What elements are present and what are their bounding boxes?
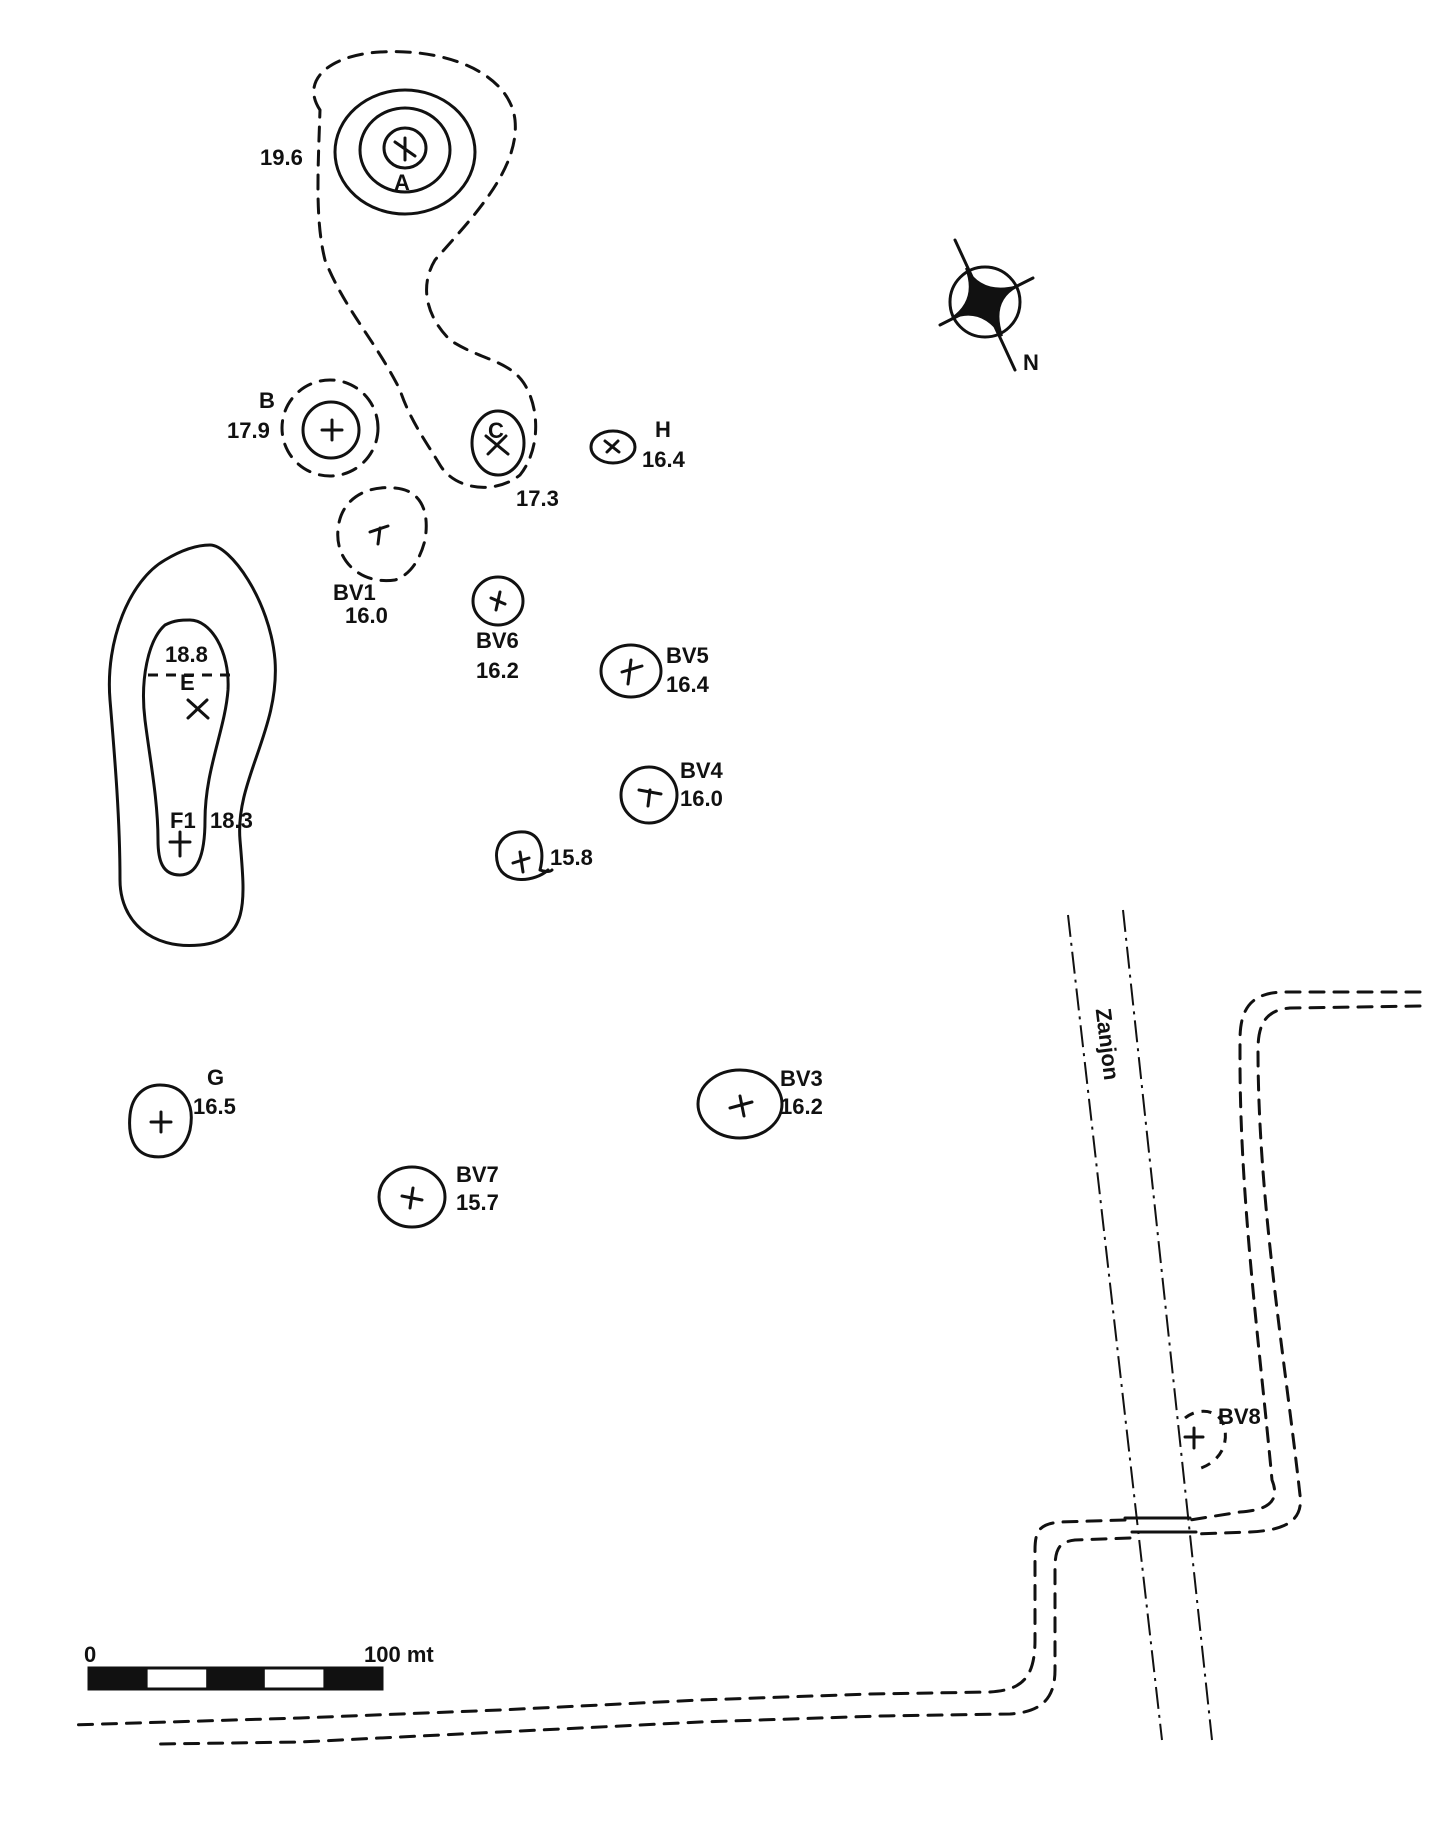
canal-bank-left (1067, 914, 1163, 1741)
mound-bv1: BV1 16.0 (333, 486, 428, 628)
label-c-elevation: 17.3 (516, 486, 559, 511)
label-bv1-name: BV1 (333, 580, 376, 605)
track-east-outer (1188, 990, 1422, 1522)
mound-unnamed: 15.8 (495, 830, 593, 881)
mound-g: G 16.5 (128, 1065, 236, 1159)
mound-unnamed-cross (511, 850, 531, 874)
track-south-outer (68, 1518, 1127, 1727)
label-g-name: G (207, 1065, 224, 1090)
mound-a-dashed-contour (312, 50, 538, 489)
mound-bv3: BV3 16.2 (696, 1066, 823, 1140)
mound-b-contour (301, 400, 361, 460)
mound-bv3-contour (696, 1068, 784, 1140)
mound-a: A 19.6 (260, 50, 538, 489)
label-c-name: C (488, 418, 504, 443)
mound-bv7: BV7 15.7 (377, 1162, 499, 1229)
mound-ef-contour-inner (142, 618, 230, 877)
mound-unnamed-contour (495, 830, 554, 881)
mound-bv6-cross (489, 590, 507, 612)
north-arrow-label: N (1023, 350, 1039, 375)
mound-bv4-contour (619, 765, 679, 825)
track-south-inner (158, 1536, 1132, 1746)
canal-bank-right (1122, 909, 1213, 1741)
mound-bv5-cross (620, 658, 644, 686)
scale-bar-segment-1 (89, 1668, 148, 1689)
mound-bv8-cross (1183, 1426, 1205, 1450)
mound-c: C 17.3 (470, 409, 559, 511)
scale-bar-start-label: 0 (84, 1642, 96, 1667)
mound-bv6: BV6 16.2 (471, 575, 525, 683)
mound-b-dashed-contour (280, 378, 380, 478)
label-b-name: B (259, 388, 275, 413)
label-bv5-elevation: 16.4 (666, 672, 710, 697)
mound-h: H 16.4 (589, 417, 686, 472)
mound-c-cross (484, 434, 510, 456)
label-bv4-name: BV4 (680, 758, 724, 783)
mound-a-contour-middle (358, 106, 452, 194)
label-f1-name: F1 (170, 808, 196, 833)
label-bv7-name: BV7 (456, 1162, 499, 1187)
canal-label: Zanjon (1091, 1007, 1125, 1082)
mound-b-cross (320, 418, 344, 442)
mound-bv3-cross (728, 1094, 754, 1118)
scale-bar-end-label: 100 mt (364, 1642, 434, 1667)
label-a-name: A (394, 170, 410, 195)
scale-bar: 0 100 mt (84, 1642, 434, 1691)
north-arrow-star (951, 267, 1019, 337)
mound-h-contour (589, 429, 637, 465)
mound-g-cross (149, 1110, 173, 1134)
label-bv3-name: BV3 (780, 1066, 823, 1091)
mound-g-contour (128, 1083, 193, 1159)
mound-bv8: BV8 (1183, 1404, 1261, 1472)
mound-b: B 17.9 (227, 378, 380, 478)
track-network (68, 990, 1422, 1746)
label-bv5-name: BV5 (666, 643, 709, 668)
mound-bv5: BV5 16.4 (599, 643, 710, 699)
mound-bv4-cross (637, 788, 663, 808)
label-h-name: H (655, 417, 671, 442)
mound-a-contour-inner (382, 126, 428, 170)
mound-bv4: BV4 16.0 (619, 758, 724, 825)
label-bv1-elevation: 16.0 (345, 603, 388, 628)
mound-bv7-contour (377, 1165, 447, 1229)
label-e-name: E (180, 670, 195, 695)
mound-f1-cross (168, 830, 192, 858)
label-bv7-elevation: 15.7 (456, 1190, 499, 1215)
label-h-elevation: 16.4 (642, 447, 686, 472)
label-e-elevation: 18.8 (165, 642, 208, 667)
label-f1-elevation: 18.3 (210, 808, 253, 833)
label-unnamed-elevation: 15.8 (550, 845, 593, 870)
mound-h-cross (603, 439, 621, 454)
label-a-elevation: 19.6 (260, 145, 303, 170)
north-arrow: N (938, 238, 1039, 375)
mound-bv1-dashed-contour (336, 486, 428, 583)
track-east-inner (1194, 1004, 1422, 1536)
label-bv6-name: BV6 (476, 628, 519, 653)
mound-e-f1: 18.8 E F1 18.3 (107, 543, 277, 948)
mound-a-summit-cross (393, 136, 417, 162)
label-bv6-elevation: 16.2 (476, 658, 519, 683)
mound-bv6-contour (471, 575, 525, 627)
label-bv4-elevation: 16.0 (680, 786, 723, 811)
north-arrow-circle (948, 265, 1022, 339)
mound-bv7-cross (400, 1186, 424, 1210)
mound-a-contour-outer (333, 88, 477, 216)
label-bv8-name: BV8 (1218, 1404, 1261, 1429)
mound-bv5-contour (599, 643, 663, 699)
scale-bar-segment-3 (206, 1668, 265, 1689)
mound-e-cross (186, 698, 210, 720)
mound-bv1-cross (368, 524, 390, 546)
mound-c-contour (470, 409, 526, 477)
label-bv3-elevation: 16.2 (780, 1094, 823, 1119)
canal-zanjon: Zanjon (1067, 909, 1213, 1741)
mound-ef-contour-outer (107, 543, 277, 948)
scale-bar-segment-5 (323, 1668, 382, 1689)
label-g-elevation: 16.5 (193, 1094, 236, 1119)
label-b-elevation: 17.9 (227, 418, 270, 443)
